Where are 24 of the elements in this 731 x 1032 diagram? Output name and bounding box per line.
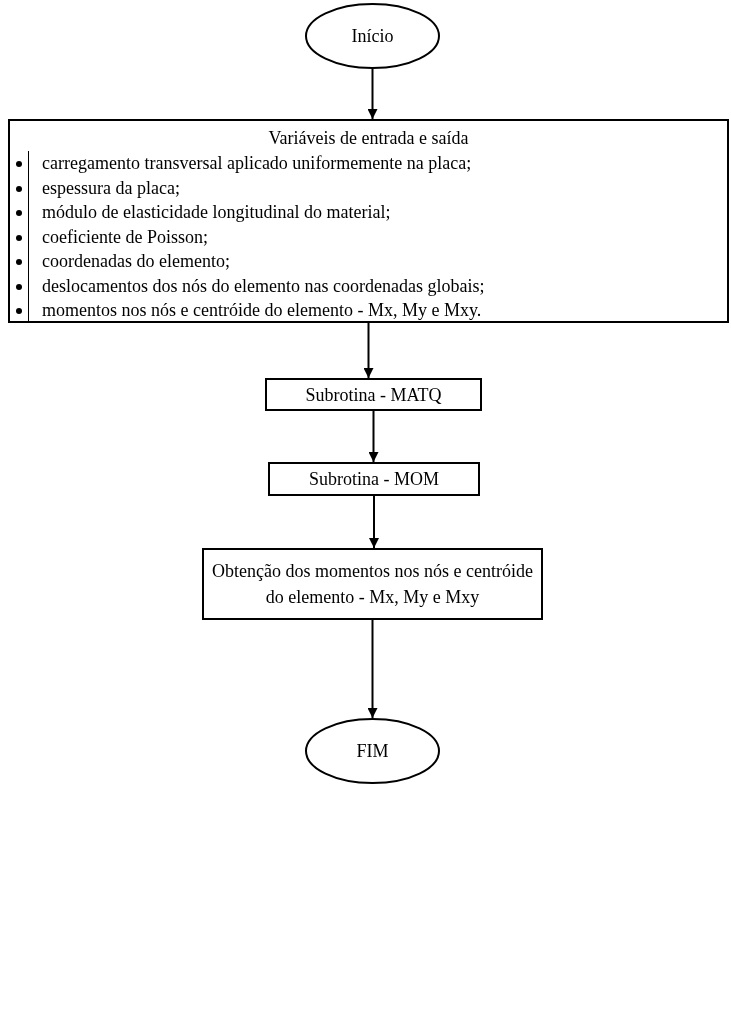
box-heading: Variáveis de entrada e saída bbox=[267, 127, 470, 150]
list-item: coeficiente de Poisson; bbox=[10, 224, 727, 249]
process-label: Obtenção dos momentos nos nós e centróide do elemento - Mx, My e Mxy bbox=[211, 560, 534, 609]
list-item: deslocamentos dos nós do elemento nas coordenadas globais; bbox=[10, 273, 727, 298]
terminal-label: FIM bbox=[356, 740, 389, 762]
process-box bbox=[265, 378, 482, 411]
terminal-ellipse bbox=[305, 3, 440, 69]
process-label: Subrotina - MATQ bbox=[304, 383, 443, 407]
list-item: momentos nos nós e centróide do elemento - Mx, My e Mxy. bbox=[10, 298, 727, 323]
input-output-box bbox=[8, 119, 729, 323]
terminal-ellipse bbox=[305, 718, 440, 784]
arrow bbox=[369, 495, 379, 549]
process-box bbox=[202, 548, 543, 620]
list-item: coordenadas do elemento; bbox=[10, 249, 727, 274]
terminal-label: Início bbox=[351, 25, 394, 47]
list-item: módulo de elasticidade longitudinal do material; bbox=[10, 200, 727, 225]
process-box bbox=[268, 462, 480, 496]
arrow bbox=[367, 619, 378, 719]
arrow bbox=[363, 322, 374, 379]
list-item: espessura da placa; bbox=[10, 175, 727, 200]
list-item: carregamento transversal aplicado uniformemente na placa; bbox=[10, 151, 727, 176]
arrow bbox=[368, 410, 379, 463]
process-label: Subrotina - MOM bbox=[308, 468, 440, 491]
arrow bbox=[367, 68, 378, 120]
